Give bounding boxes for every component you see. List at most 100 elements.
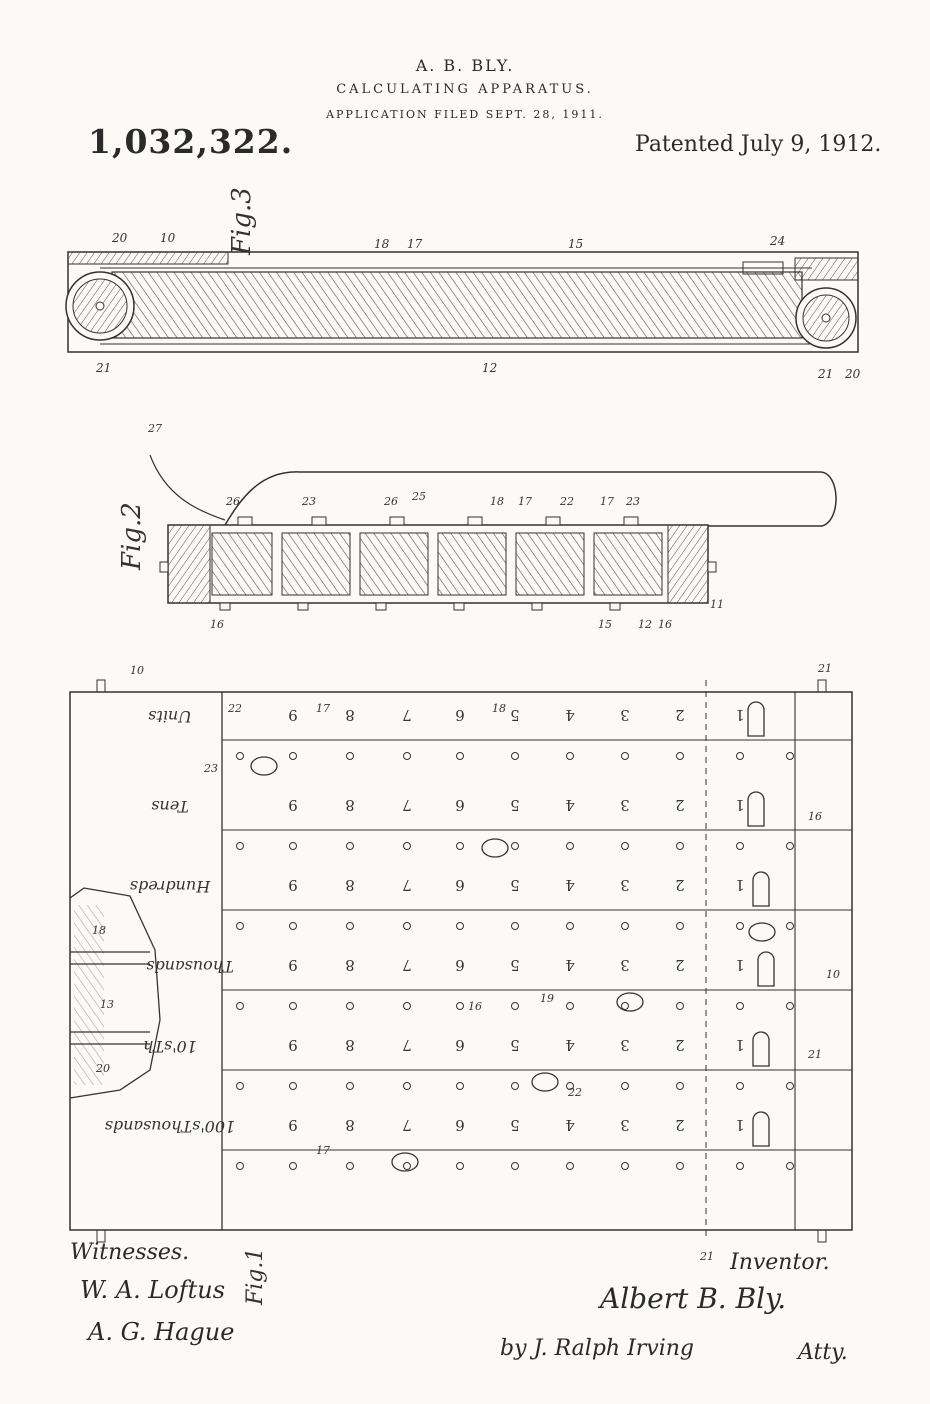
- patent-date: Patented July 9, 1912.: [635, 132, 882, 157]
- fig2-ref: 27: [147, 422, 162, 435]
- digit-label: 5: [510, 876, 520, 894]
- clearing-lever: [752, 871, 770, 907]
- patent-number: 1,032,322.: [88, 122, 294, 161]
- fig1-ref: 16: [808, 810, 822, 823]
- digit-label: 1: [735, 706, 745, 724]
- stylus-hole: [456, 842, 464, 850]
- stylus-hole: [346, 842, 354, 850]
- stylus-hole: [236, 1082, 244, 1090]
- stylus-hole: [566, 1162, 574, 1170]
- digit-label: 8: [345, 1036, 355, 1054]
- fig2-ref: 18: [490, 495, 504, 508]
- digit-label: 3: [620, 706, 630, 724]
- stylus-hole: [289, 752, 297, 760]
- stylus-hole: [566, 922, 574, 930]
- fig1-ref: 10: [130, 664, 144, 677]
- stylus-hole: [786, 842, 794, 850]
- inventor-label: Inventor.: [730, 1250, 830, 1275]
- stylus-hole: [566, 1002, 574, 1010]
- stylus-hole: [736, 1002, 744, 1010]
- counter-tab: [616, 992, 644, 1012]
- stylus-hole: [676, 1082, 684, 1090]
- fig1-ref: 18: [492, 702, 506, 715]
- digit-label: 4: [565, 1036, 575, 1054]
- stylus-hole: [676, 922, 684, 930]
- fig1-ref: 22: [227, 702, 242, 715]
- digit-label: 5: [510, 796, 520, 814]
- stylus-hole: [786, 1082, 794, 1090]
- fig1-ref: 21: [817, 662, 832, 675]
- figure-2: Fig.2 27 26 23 26 25 18 17 22: [117, 422, 837, 631]
- counter-tab: [481, 838, 509, 858]
- stylus-hole: [566, 1082, 574, 1090]
- attorney-suffix: Atty.: [798, 1340, 848, 1365]
- fig3-ref: 20: [111, 231, 128, 245]
- stylus-hole: [621, 1002, 629, 1010]
- stylus-hole: [346, 1162, 354, 1170]
- fig2-ref: 22: [559, 495, 574, 508]
- stylus-hole: [236, 922, 244, 930]
- clearing-lever: [757, 951, 775, 987]
- digit-label: 5: [510, 706, 520, 724]
- fig3-ref: 12: [482, 361, 497, 375]
- digit-label: 3: [620, 796, 630, 814]
- stylus-hole: [566, 752, 574, 760]
- stylus-hole: [236, 752, 244, 760]
- fig3-ref: 24: [769, 234, 785, 248]
- fig1-ref: 23: [203, 762, 218, 775]
- stylus-hole: [736, 922, 744, 930]
- stylus-hole: [511, 752, 519, 760]
- stylus-hole: [289, 1002, 297, 1010]
- stylus-hole: [346, 1002, 354, 1010]
- clearing-lever: [752, 1111, 770, 1147]
- stylus-hole: [511, 1082, 519, 1090]
- stylus-hole: [621, 1162, 629, 1170]
- attorney-signature: by J. Ralph Irving: [500, 1336, 694, 1361]
- stylus-hole: [736, 842, 744, 850]
- stylus-hole: [736, 1082, 744, 1090]
- stylus-hole: [403, 842, 411, 850]
- stylus-hole: [511, 842, 519, 850]
- fig1-ref: 20: [95, 1062, 110, 1075]
- counter-tab: [391, 1152, 419, 1172]
- stylus-hole: [566, 842, 574, 850]
- stylus-hole: [511, 1162, 519, 1170]
- stylus-hole: [456, 752, 464, 760]
- digit-label: 1: [735, 1036, 745, 1054]
- digit-label: 9: [288, 1116, 298, 1134]
- stylus-hole: [786, 1162, 794, 1170]
- stylus-hole: [403, 752, 411, 760]
- digit-label: 7: [402, 706, 412, 724]
- fig1-ref: 21: [807, 1048, 822, 1061]
- counter-tab: [748, 922, 776, 942]
- digit-label: 8: [345, 706, 355, 724]
- stylus-hole: [289, 922, 297, 930]
- digit-label: 2: [675, 956, 685, 974]
- fig2-ref: 15: [598, 618, 612, 631]
- stylus-hole: [289, 842, 297, 850]
- digit-label: 2: [675, 706, 685, 724]
- row-label: Tens: [151, 797, 188, 816]
- stylus-hole: [736, 752, 744, 760]
- digit-label: 4: [565, 706, 575, 724]
- digit-label: 8: [345, 956, 355, 974]
- patent-title: CALCULATING APPARATUS.: [336, 82, 594, 97]
- digit-label: 6: [455, 1116, 465, 1134]
- counter-tab: [250, 756, 278, 776]
- fig1-ref: 22: [567, 1086, 582, 1099]
- clearing-lever: [747, 701, 765, 737]
- digit-label: 2: [675, 876, 685, 894]
- digit-label: 4: [565, 876, 575, 894]
- digit-label: 7: [402, 1036, 412, 1054]
- clearing-lever: [752, 1031, 770, 1067]
- fig3-label: Fig.3: [227, 187, 257, 256]
- fig1-ref: 17: [316, 702, 330, 715]
- stylus-hole: [736, 1162, 744, 1170]
- stylus-hole: [403, 1002, 411, 1010]
